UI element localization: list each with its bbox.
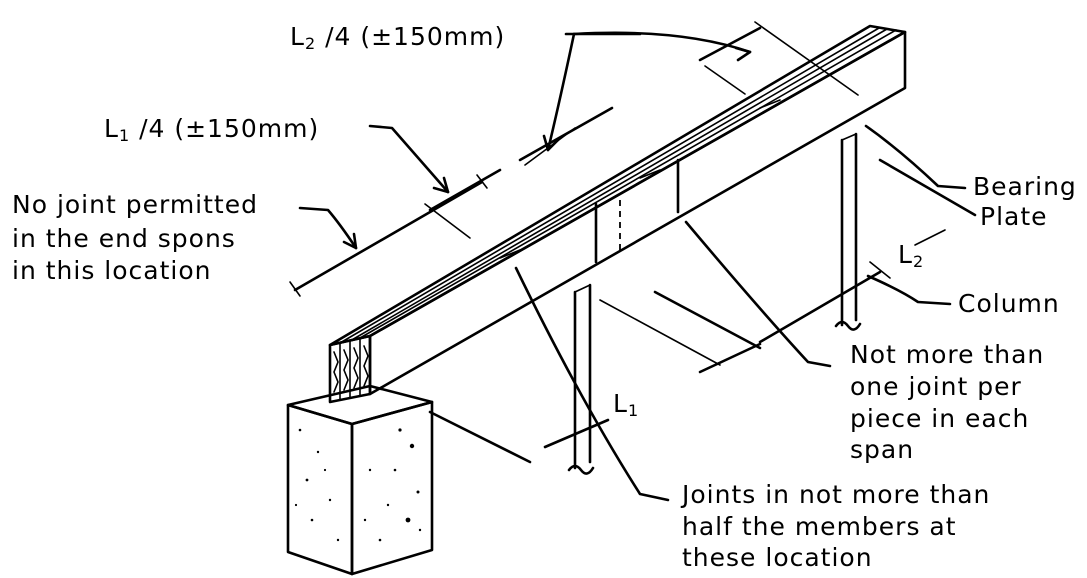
label-plate: Plate — [980, 202, 1048, 231]
label-l1: L1 — [613, 389, 639, 420]
laminated-beam — [328, 24, 907, 404]
label-not-more-2: one joint per — [850, 372, 1022, 401]
label-no-joint-2: in the end spons — [12, 224, 236, 253]
label-joints-3: these location — [682, 543, 873, 572]
label-not-more-3: piece in each — [850, 404, 1029, 433]
diagram-labels: L2 /4 (±150mm) L1 /4 (±150mm) No joint p… — [12, 22, 1077, 572]
label-column: Column — [958, 289, 1060, 318]
label-joints-2: half the members at — [682, 512, 957, 541]
concrete-pier — [286, 384, 434, 576]
label-l2-quarter: L2 /4 (±150mm) — [290, 22, 505, 53]
leader-lines — [298, 31, 967, 502]
label-not-more-1: Not more than — [850, 340, 1044, 369]
label-l1-quarter: L1 /4 (±150mm) — [104, 114, 319, 145]
label-not-more-4: span — [850, 435, 914, 464]
column-left — [567, 283, 595, 475]
label-l2: L2 — [898, 240, 924, 271]
label-bearing: Bearing — [973, 172, 1077, 201]
label-no-joint-3: in this location — [12, 256, 212, 285]
column-right — [834, 132, 862, 331]
label-joints-1: Joints in not more than — [680, 480, 990, 509]
label-no-joint-1: No joint permitted — [12, 190, 258, 219]
